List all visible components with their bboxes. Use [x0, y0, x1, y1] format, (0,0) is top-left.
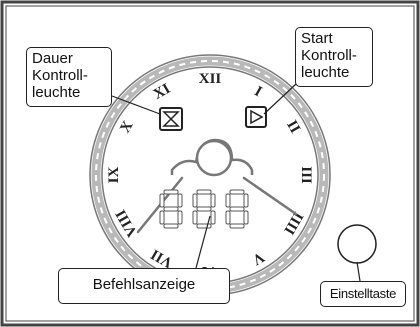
display-segment: [159, 193, 165, 208]
display-segment: [196, 223, 212, 229]
display-segment: [210, 210, 216, 225]
display-segment: [225, 193, 231, 208]
leader-lines: [111, 83, 361, 282]
display-segment: [163, 189, 179, 195]
dial-numeral: XI: [151, 81, 174, 103]
display-segment: [177, 193, 183, 208]
leader-dauer: [111, 95, 161, 115]
display-segment: [225, 210, 231, 225]
start-lamp-callout: Start Kontroll- leuchte: [295, 27, 373, 87]
display-digit: [225, 189, 249, 229]
continuous-lamp-label-line3: leuchte: [32, 83, 81, 101]
leader-start: [263, 83, 297, 115]
start-lamp-label-line1: Start: [301, 30, 333, 47]
display-housing: [170, 138, 254, 177]
diagram-inner-frame: [5, 5, 415, 322]
display-segment: [210, 193, 216, 208]
display-segment: [192, 193, 198, 208]
display-segment: [196, 206, 212, 212]
set-button-callout: Einstelltaste: [320, 281, 406, 307]
display-segment: [163, 206, 179, 212]
dial-numeral: III: [298, 166, 314, 184]
continuous-lamp-label-line2: Kontroll-: [32, 66, 88, 84]
display-segment: [229, 206, 245, 212]
display-segment: [163, 223, 179, 229]
leader-einstell: [356, 261, 361, 282]
leader-befehl: [195, 215, 211, 269]
display-segment: [192, 210, 198, 225]
display-segment: [243, 210, 249, 225]
start-indicator-lamp: [245, 106, 267, 128]
continuous-indicator-lamp: [159, 107, 183, 131]
display-segment: [159, 210, 165, 225]
minute-hand: [242, 176, 298, 216]
set-button-label: Einstelltaste: [329, 286, 397, 301]
start-lamp-label-line2: Kontroll-: [301, 46, 357, 64]
display-segment: [229, 223, 245, 229]
continuous-lamp-label-line1: Dauer: [32, 50, 73, 67]
display-segment: [196, 189, 212, 195]
continuous-lamp-callout: Dauer Kontroll- leuchte: [26, 47, 112, 107]
start-lamp-label-line3: leuchte: [301, 63, 350, 81]
dial-numeral: IX: [106, 166, 122, 183]
display-segment: [177, 210, 183, 225]
set-button: [337, 224, 377, 264]
display-segment: [229, 189, 245, 195]
command-display-callout: Befehlsanzeige: [58, 268, 230, 304]
display-digit: [159, 189, 183, 229]
display-segment: [243, 193, 249, 208]
dial-numeral: XII: [199, 71, 222, 87]
command-display-label: Befehlsanzeige: [92, 276, 196, 293]
